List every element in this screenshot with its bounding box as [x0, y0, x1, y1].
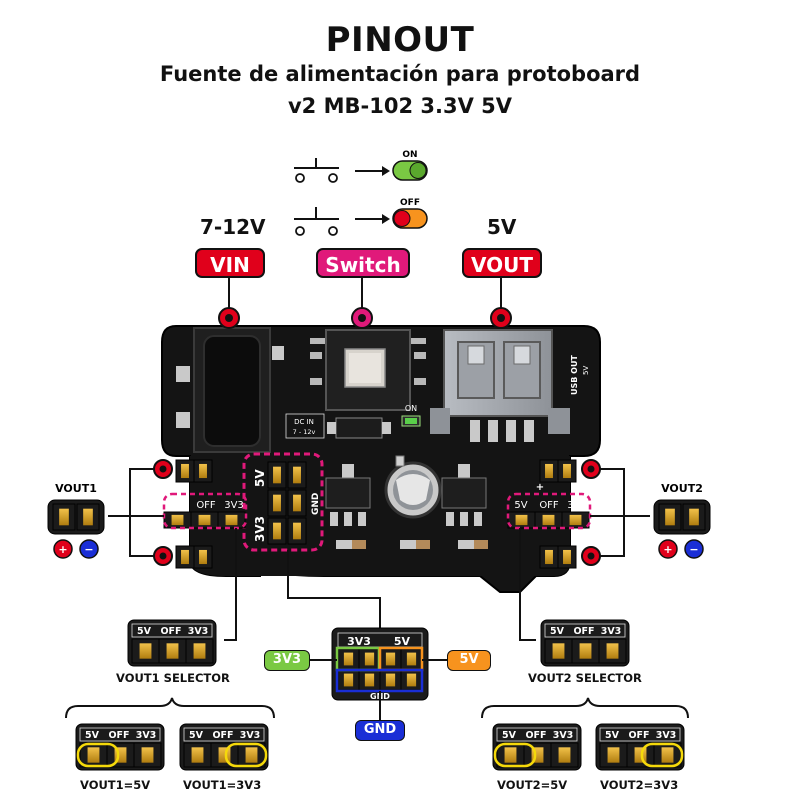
right-sel-off: OFF — [539, 500, 559, 511]
example-label-vout2-3v3: VOUT2=3V3 — [600, 778, 679, 792]
tag-gnd: GND — [355, 720, 405, 741]
vout2-selector-panel: 5V OFF 3V3 — [540, 619, 630, 667]
vout1-selector-label: VOUT1 SELECTOR — [116, 671, 230, 685]
selector-col-label: 3V3 — [240, 730, 261, 741]
selector-col-label: OFF — [628, 730, 649, 741]
rail-header — [267, 461, 307, 545]
legend-on-label: ON — [402, 150, 417, 160]
left-sel-5v: 5V — [171, 500, 184, 511]
vin-voltage-label: 7-12V — [200, 215, 266, 239]
left-bottom-plus: + — [170, 538, 178, 549]
usb-port — [430, 329, 570, 442]
vout2-selector-label: VOUT2 SELECTOR — [528, 671, 642, 685]
example-vout2-5v: 5V OFF 3V3 — [492, 723, 582, 771]
selector-col-label: 5V — [189, 730, 204, 741]
left-top-plus: + — [170, 482, 178, 493]
vout1-selector-panel: 5V OFF 3V3 — [127, 619, 217, 667]
legend-off-label: OFF — [400, 198, 420, 208]
vout2-connector — [653, 499, 711, 535]
rail-detail-5v: 5V — [394, 635, 411, 648]
example-vout2-3v3: 5V OFF 3V3 — [595, 723, 685, 771]
on-silk: ON — [405, 404, 417, 413]
right-top-plus: + — [536, 482, 544, 493]
page-subtitle-model: v2 MB-102 3.3V 5V — [287, 94, 512, 118]
selector-col-label: 3V3 — [136, 730, 157, 741]
header-pin — [598, 638, 627, 664]
vout1-plus: + — [58, 543, 67, 556]
selector-col-label: 5V — [502, 730, 517, 741]
selector-col-label: 3V3 — [656, 730, 677, 741]
page-subtitle: Fuente de alimentación para protoboard — [159, 62, 641, 86]
dc-in-silk: DC IN — [294, 418, 314, 426]
example-label-vout1-3v3: VOUT1=3V3 — [183, 778, 262, 792]
jumper-highlight — [76, 742, 120, 768]
vout2-minus: − — [689, 543, 698, 556]
vout1-label: VOUT1 — [55, 482, 97, 495]
example-label-vout2-5v: VOUT2=5V — [497, 778, 568, 792]
capacitor — [384, 455, 442, 519]
vout2-label: VOUT2 — [661, 482, 703, 495]
dc-jack — [176, 327, 284, 453]
left-headers — [163, 459, 246, 569]
vout2-plus: + — [663, 543, 672, 556]
selector-col-label: 3V3 — [601, 626, 622, 637]
dc-in-range-silk: 7 - 12v — [293, 428, 316, 436]
switch-legend-on — [294, 158, 428, 183]
vout-pill: VOUT — [462, 248, 542, 278]
vout1-minus: − — [84, 543, 93, 556]
switch-pill: Switch — [316, 248, 410, 278]
selector-col-label: 3V3 — [553, 730, 574, 741]
selector-col-label: 5V — [137, 626, 152, 637]
tag-3v3: 3V3 — [264, 650, 310, 671]
left-sel-3v3: 3V3 — [224, 500, 244, 511]
usb-5v-silk: 5V — [582, 366, 590, 375]
example-vout1-3v3: 5V OFF 3V3 — [179, 723, 269, 771]
left-sel-off: OFF — [196, 500, 216, 511]
vout1-connector — [47, 499, 105, 535]
vin-pill: VIN — [195, 248, 265, 278]
page-title: PINOUT — [325, 20, 475, 60]
tag-5v: 5V — [447, 650, 491, 671]
selector-col-label: OFF — [108, 730, 129, 741]
regulator-left — [325, 464, 371, 526]
vout-voltage-label: 5V — [487, 215, 517, 239]
rail-3v3-silk: 3V3 — [253, 516, 267, 542]
jumper-highlight — [640, 742, 684, 768]
right-sel-5v: 5V — [514, 500, 527, 511]
power-switch — [310, 329, 426, 411]
right-bottom-minus: − — [582, 538, 590, 549]
selector-col-label: 5V — [605, 730, 620, 741]
example-vout1-5v: 5V OFF 3V3 — [75, 723, 165, 771]
selector-col-label: OFF — [525, 730, 546, 741]
jumper-highlight — [224, 742, 268, 768]
jumper-highlight — [493, 742, 537, 768]
regulator-right — [441, 464, 487, 526]
rail-gnd-silk: GND — [311, 493, 321, 515]
example-label-vout1-5v: VOUT1=5V — [80, 778, 151, 792]
usb-out-silk: USB OUT — [570, 355, 579, 395]
selector-col-label: OFF — [212, 730, 233, 741]
selector-col-label: OFF — [160, 626, 181, 637]
selector-col-label: 5V — [550, 626, 565, 637]
rail-detail-3v3: 3V3 — [347, 635, 371, 648]
right-headers — [507, 459, 590, 569]
selector-col-label: 5V — [85, 730, 100, 741]
rail-5v-silk: 5V — [253, 469, 267, 487]
selector-col-label: OFF — [573, 626, 594, 637]
right-sel-3v3: 3V3 — [567, 500, 587, 511]
selector-col-label: 3V3 — [188, 626, 209, 637]
switch-legend-off — [294, 207, 428, 236]
